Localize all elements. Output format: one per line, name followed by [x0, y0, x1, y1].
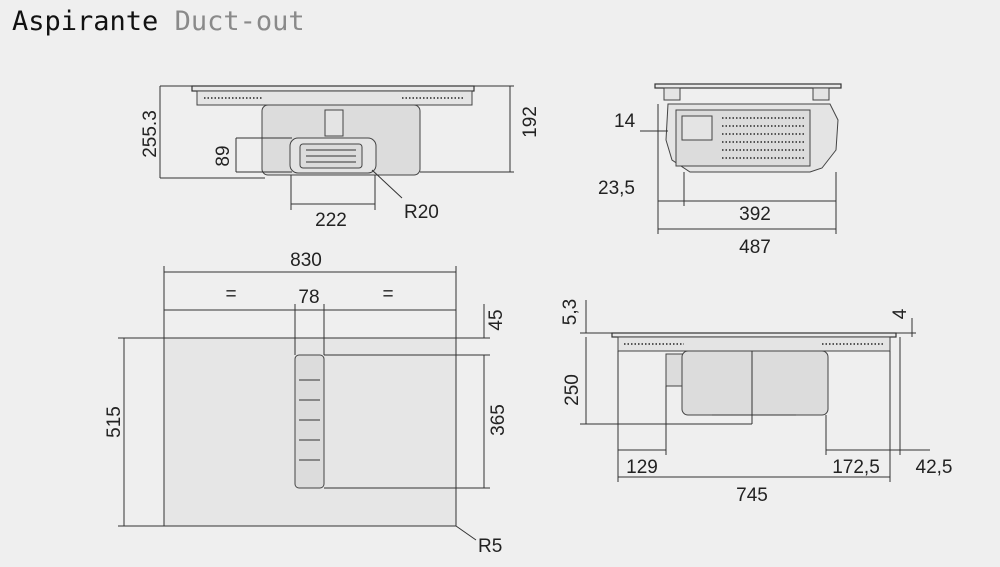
- dim-right-edge: 42,5: [916, 457, 953, 478]
- perforation-grid: [722, 117, 806, 159]
- dim-offset-top: 14: [614, 111, 636, 132]
- dim-height-total: 255.3: [140, 110, 161, 158]
- dim-corner-radius: R5: [478, 536, 502, 557]
- dim-height-right: 192: [520, 106, 541, 138]
- extraction-slot: [294, 354, 325, 489]
- dim-edge: 4: [890, 308, 911, 319]
- dim-equal-right: =: [382, 284, 393, 305]
- title-main: Aspirante: [12, 6, 159, 37]
- dim-inner-depth: 365: [488, 404, 509, 436]
- front-view: 5,3 4 250 129 172,5 42,5 745: [560, 299, 952, 506]
- side-view-right: 14 23,5 392 487: [598, 83, 842, 258]
- clip-left: [663, 87, 681, 101]
- page-title: Aspirante Duct-out: [12, 6, 305, 37]
- dim-top-margin: 45: [486, 309, 507, 330]
- dim-outer-width: 487: [739, 237, 771, 258]
- dim-height: 250: [562, 374, 583, 406]
- title-sub: Duct-out: [174, 6, 305, 37]
- hob-glass-top-2: [654, 83, 842, 89]
- dim-right-offset: 172,5: [832, 457, 880, 478]
- dim-top-thickness: 5,3: [560, 299, 581, 325]
- dim-equal-left: =: [225, 284, 236, 305]
- dim-duct-height: 89: [213, 145, 234, 166]
- dim-duct-width: 222: [315, 210, 347, 231]
- hob-glass-top: [191, 85, 475, 92]
- side-view-left: 255.3 192 89 222 R20: [140, 85, 541, 231]
- center-pipe: [324, 109, 344, 137]
- hob-glass-front: [611, 332, 897, 338]
- dim-center-width: 78: [298, 287, 319, 308]
- dim-width: 830: [290, 250, 322, 271]
- hob-frame-front: [617, 336, 891, 352]
- clip-right: [812, 87, 830, 101]
- motor-housing-front: [681, 350, 829, 416]
- plan-view: 830 78 = = 45 515 365 R5: [104, 250, 509, 557]
- dim-width-front: 745: [736, 485, 768, 506]
- dim-depth: 515: [104, 406, 125, 438]
- dim-offset-left: 23,5: [598, 178, 635, 199]
- dim-left-offset: 129: [626, 457, 658, 478]
- dim-radius: R20: [404, 202, 439, 223]
- dim-inner-width: 392: [739, 204, 771, 225]
- control-box: [681, 115, 713, 141]
